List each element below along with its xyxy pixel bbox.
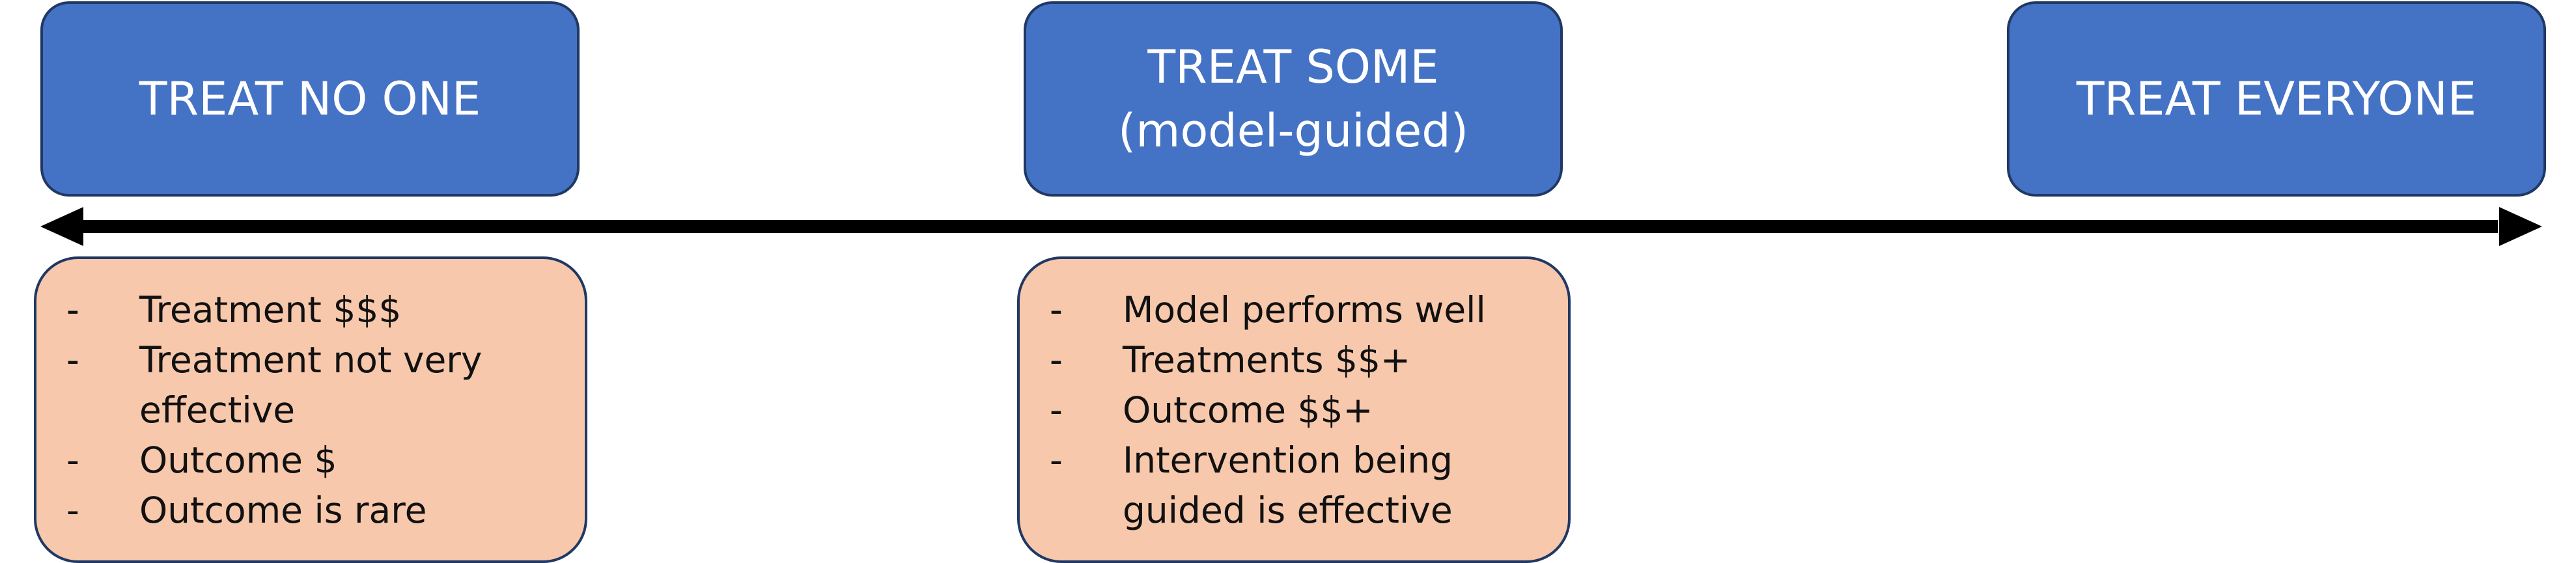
bullet-dash: - (1050, 439, 1063, 481)
bullet-dash: - (1050, 389, 1063, 431)
condition-text: Outcome is rare (139, 489, 427, 531)
arrow-head-left (40, 207, 83, 246)
arrow-head-right (2499, 207, 2542, 246)
condition-text: Outcome $$+ (1123, 389, 1373, 431)
condition-text: Intervention being guided is effective (1123, 439, 1453, 531)
bullet-dash: - (66, 489, 79, 531)
treat-no-one-conditions: - Treatment $$$ - Treatment not very eff… (34, 256, 587, 563)
bullet-dash: - (66, 289, 79, 331)
list-item: - Outcome is rare (63, 486, 572, 536)
bullet-dash: - (66, 439, 79, 481)
condition-text: Outcome $ (139, 439, 337, 481)
treat-some-conditions: - Model performs well - Treatments $$+ -… (1017, 256, 1571, 563)
treat-some-condition-list: - Model performs well - Treatments $$+ -… (1046, 285, 1555, 536)
bullet-dash: - (66, 339, 79, 381)
treat-some-box: TREAT SOME (model-guided) (1024, 1, 1563, 197)
list-item: - Model performs well (1046, 285, 1555, 335)
bullet-dash: - (1050, 289, 1063, 331)
list-item: - Treatment not very effective (63, 335, 572, 435)
treat-no-one-box: TREAT NO ONE (40, 1, 580, 197)
bullet-dash: - (1050, 339, 1063, 381)
condition-text: Treatment not very effective (139, 339, 483, 431)
list-item: - Treatments $$+ (1046, 335, 1555, 385)
condition-text: Model performs well (1123, 289, 1486, 331)
list-item: - Outcome $ (63, 435, 572, 486)
condition-text: Treatments $$+ (1123, 339, 1411, 381)
treat-everyone-box: TREAT EVERYONE (2007, 1, 2546, 197)
condition-text: Treatment $$$ (139, 289, 402, 331)
list-item: - Intervention being guided is effective (1046, 435, 1555, 536)
treat-no-one-condition-list: - Treatment $$$ - Treatment not very eff… (63, 285, 572, 536)
list-item: - Treatment $$$ (63, 285, 572, 335)
list-item: - Outcome $$+ (1046, 385, 1555, 435)
